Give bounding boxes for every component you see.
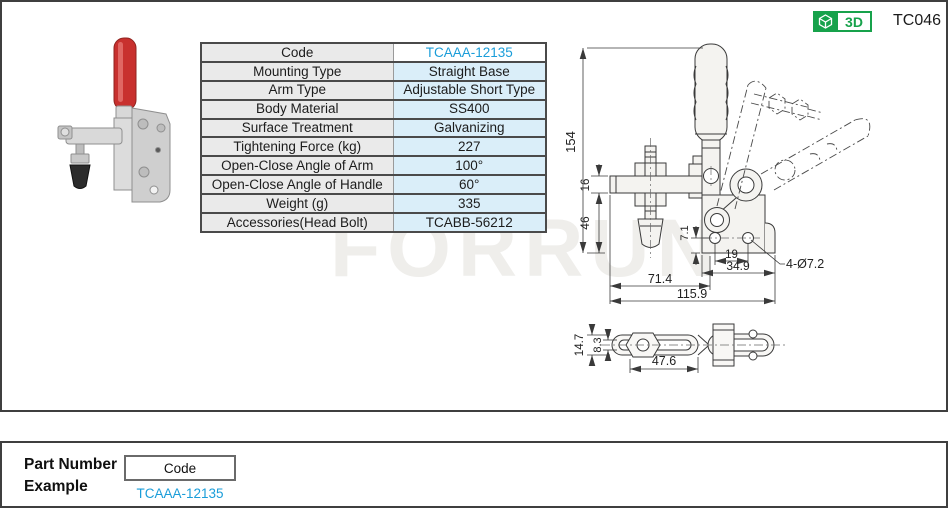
dimension-labels-side: 14.7 8.3 47.6	[574, 334, 676, 368]
table-row: Arm Type Adjustable Short Type	[200, 79, 547, 101]
table-row: Open-Close Angle of Arm 100°	[200, 155, 547, 177]
dim-hole-offset: 7.1	[679, 225, 691, 240]
spec-label: Code	[200, 42, 394, 63]
dim-slot-height: 8.3	[592, 337, 604, 352]
table-row: Body Material SS400	[200, 98, 547, 120]
spec-value: TCABB-56212	[393, 212, 547, 233]
dim-arm-length: 47.6	[652, 354, 676, 368]
part-number-line2: Example	[24, 477, 88, 495]
table-row: Surface Treatment Galvanizing	[200, 117, 547, 139]
table-row: Weight (g) 335	[200, 193, 547, 215]
technical-drawing: 154 16 46 7.1 19 34.9 71.4 115.9 4-Ø7.2	[563, 43, 871, 373]
spec-label: Mounting Type	[200, 60, 394, 82]
view-3d-badge[interactable]: 3D	[813, 11, 872, 32]
part-number-line1: Part Number	[24, 456, 118, 473]
table-row: Mounting Type Straight Base	[200, 60, 547, 82]
table-row: Tightening Force (kg) 227	[200, 136, 547, 158]
clamp-closed-view	[609, 43, 776, 254]
spec-value: Adjustable Short Type	[393, 79, 547, 101]
dimension-lines-side	[587, 324, 699, 373]
spec-value-code: TCAAA-12135	[393, 42, 547, 63]
content-frame	[0, 0, 948, 412]
spec-value: Galvanizing	[393, 117, 547, 139]
dim-base-width: 34.9	[726, 259, 750, 273]
dim-overall-height: 154	[563, 131, 578, 153]
spec-label: Open-Close Angle of Arm	[200, 155, 394, 177]
spec-value: 227	[393, 136, 547, 158]
dim-hole-callout: 4-Ø7.2	[786, 257, 824, 271]
table-row: Open-Close Angle of Handle 60°	[200, 174, 547, 196]
dim-arm-height: 16	[580, 179, 592, 192]
dim-overall-width: 115.9	[677, 287, 707, 301]
badge-3d-label: 3D	[838, 11, 872, 32]
spec-label: Tightening Force (kg)	[200, 136, 394, 158]
cube-icon	[813, 11, 838, 32]
spec-label: Surface Treatment	[200, 117, 394, 139]
dimension-labels-main: 154 16 46 7.1 19 34.9 71.4 115.9 4-Ø7.2	[563, 131, 824, 301]
spec-value: SS400	[393, 98, 547, 120]
spec-value: Straight Base	[393, 60, 547, 82]
code-value: TCAAA-12135	[136, 486, 224, 501]
code-box: Code	[124, 455, 236, 481]
part-number-example-label: Part Number Example	[24, 454, 117, 497]
product-photo	[57, 37, 171, 203]
photo-rubber-tip	[69, 164, 91, 189]
clamp-open-phantom	[716, 80, 871, 210]
dim-side-height: 14.7	[574, 334, 586, 356]
part-number-example-box: Part Number Example Code TCAAA-12135	[0, 441, 948, 508]
spec-label: Accessories(Head Bolt)	[200, 212, 394, 233]
spec-label: Arm Type	[200, 79, 394, 101]
dim-hole-spacing: 19	[725, 249, 738, 261]
table-row: Code TCAAA-12135	[200, 42, 547, 63]
dim-arm-reach: 71.4	[648, 272, 672, 286]
spec-label: Body Material	[200, 98, 394, 120]
spec-label: Open-Close Angle of Handle	[200, 174, 394, 196]
page-code: TC046	[893, 12, 942, 29]
dim-base-height: 46	[578, 216, 592, 230]
spec-value: 60°	[393, 174, 547, 196]
spec-table: Code TCAAA-12135 Mounting Type Straight …	[200, 42, 547, 233]
centerlines	[650, 138, 760, 258]
photo-handle	[113, 37, 137, 111]
spec-value: 335	[393, 193, 547, 215]
spec-value: 100°	[393, 155, 547, 177]
table-row: Accessories(Head Bolt) TCABB-56212	[200, 212, 547, 233]
dimension-lines-main	[579, 47, 785, 305]
spec-label: Weight (g)	[200, 193, 394, 215]
